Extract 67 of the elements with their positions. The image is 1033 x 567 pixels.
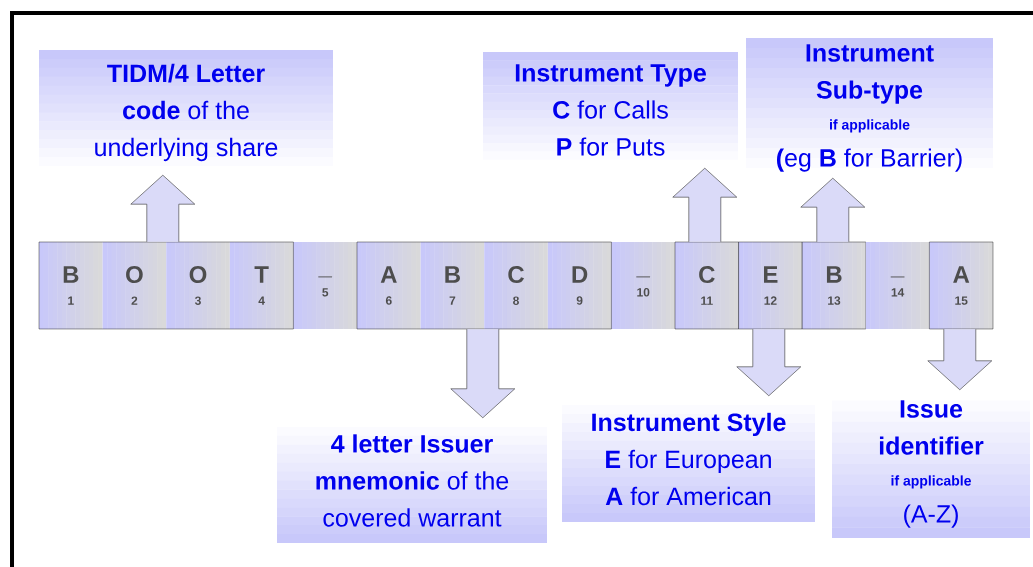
node-label: 6 — [385, 296, 392, 305]
letter-cell: A 6 — [357, 242, 421, 329]
description-box: Issue identifier if applicable (A-Z) — [832, 390, 1030, 538]
node-label: E for European — [606, 449, 771, 474]
node-label: 4 — [258, 296, 265, 305]
block-arrow — [672, 167, 738, 243]
description-box: 4 letter Issuer mnemonic of the covered warrant — [277, 418, 547, 543]
description-box: Instrument Style E for European A for American — [562, 396, 815, 522]
letter-cell: O 3 — [166, 242, 230, 329]
group-outline — [356, 241, 612, 330]
node-label: A for American — [605, 486, 771, 506]
letter-cell: B 1 — [39, 242, 103, 329]
node-label: 5 — [322, 288, 329, 297]
letter-cell: C 8 — [484, 242, 548, 329]
block-arrow — [800, 177, 866, 243]
description-box: TIDM/4 Letter code of the underlying share — [39, 50, 333, 175]
letter-cell: C 11 — [674, 241, 739, 330]
node-label: (A-Z) — [904, 504, 958, 528]
block-arrow — [927, 328, 993, 391]
letter-cell: T 4 — [229, 242, 294, 329]
node-label: T — [254, 266, 269, 283]
node-label: P for Puts — [557, 137, 665, 156]
node-label: Instrument Sub-type — [806, 44, 934, 104]
node-label: B — [63, 266, 79, 283]
node-label: 8 — [513, 296, 519, 305]
letter-cell: B 13 — [802, 241, 866, 330]
node-label: _ — [890, 276, 905, 278]
node-label: Instrument Style — [592, 412, 786, 437]
node-label: B — [445, 266, 460, 283]
node-label: O — [126, 266, 143, 284]
node-label: Instrument Type — [515, 64, 706, 87]
node-label: TIDM/4 Letter — [107, 63, 265, 83]
node-label: 2 — [131, 296, 138, 305]
node-label: 4 letter Issuer — [331, 434, 493, 453]
node-label: O — [189, 266, 207, 284]
node-label: if applicable — [830, 119, 910, 133]
node-label: Issue identifier — [879, 400, 984, 455]
node-label: _ — [318, 276, 333, 278]
block-arrow — [130, 174, 196, 243]
node-label: (eg B for Barrier) — [776, 148, 962, 172]
description-box: Instrument Sub-type if applicable (eg B for Barrier) — [746, 38, 993, 178]
letter-cell: B 7 — [420, 242, 485, 329]
separator-cell: _ 14 — [865, 242, 930, 329]
node-label: 14 — [891, 288, 905, 297]
node-label: mnemonic of the covered warrant — [316, 471, 509, 527]
description-box: Instrument Type C for Calls P for Puts — [483, 52, 738, 168]
node-label: 3 — [194, 296, 201, 305]
node-label: 7 — [449, 296, 456, 305]
letter-cell: A 15 — [929, 241, 994, 330]
node-label: A — [380, 266, 397, 283]
separator-cell: _ 10 — [611, 242, 675, 329]
letter-cell: D 9 — [547, 242, 612, 329]
block-arrow — [736, 328, 802, 397]
group-outline — [38, 241, 294, 330]
letter-cell: E 12 — [738, 241, 803, 330]
node-label: code of the underlying share — [95, 100, 278, 162]
node-label: _ — [636, 276, 651, 278]
node-label: C — [508, 266, 525, 284]
node-label: C for Calls — [553, 100, 668, 119]
node-label: if applicable — [891, 475, 971, 489]
separator-cell: _ 5 — [293, 242, 357, 329]
block-arrow — [450, 328, 516, 419]
node-label: D — [572, 266, 588, 283]
node-label: 1 — [68, 296, 74, 305]
node-label: 9 — [576, 296, 583, 305]
letter-cell: O 2 — [102, 242, 167, 329]
node-label: 10 — [637, 288, 650, 297]
